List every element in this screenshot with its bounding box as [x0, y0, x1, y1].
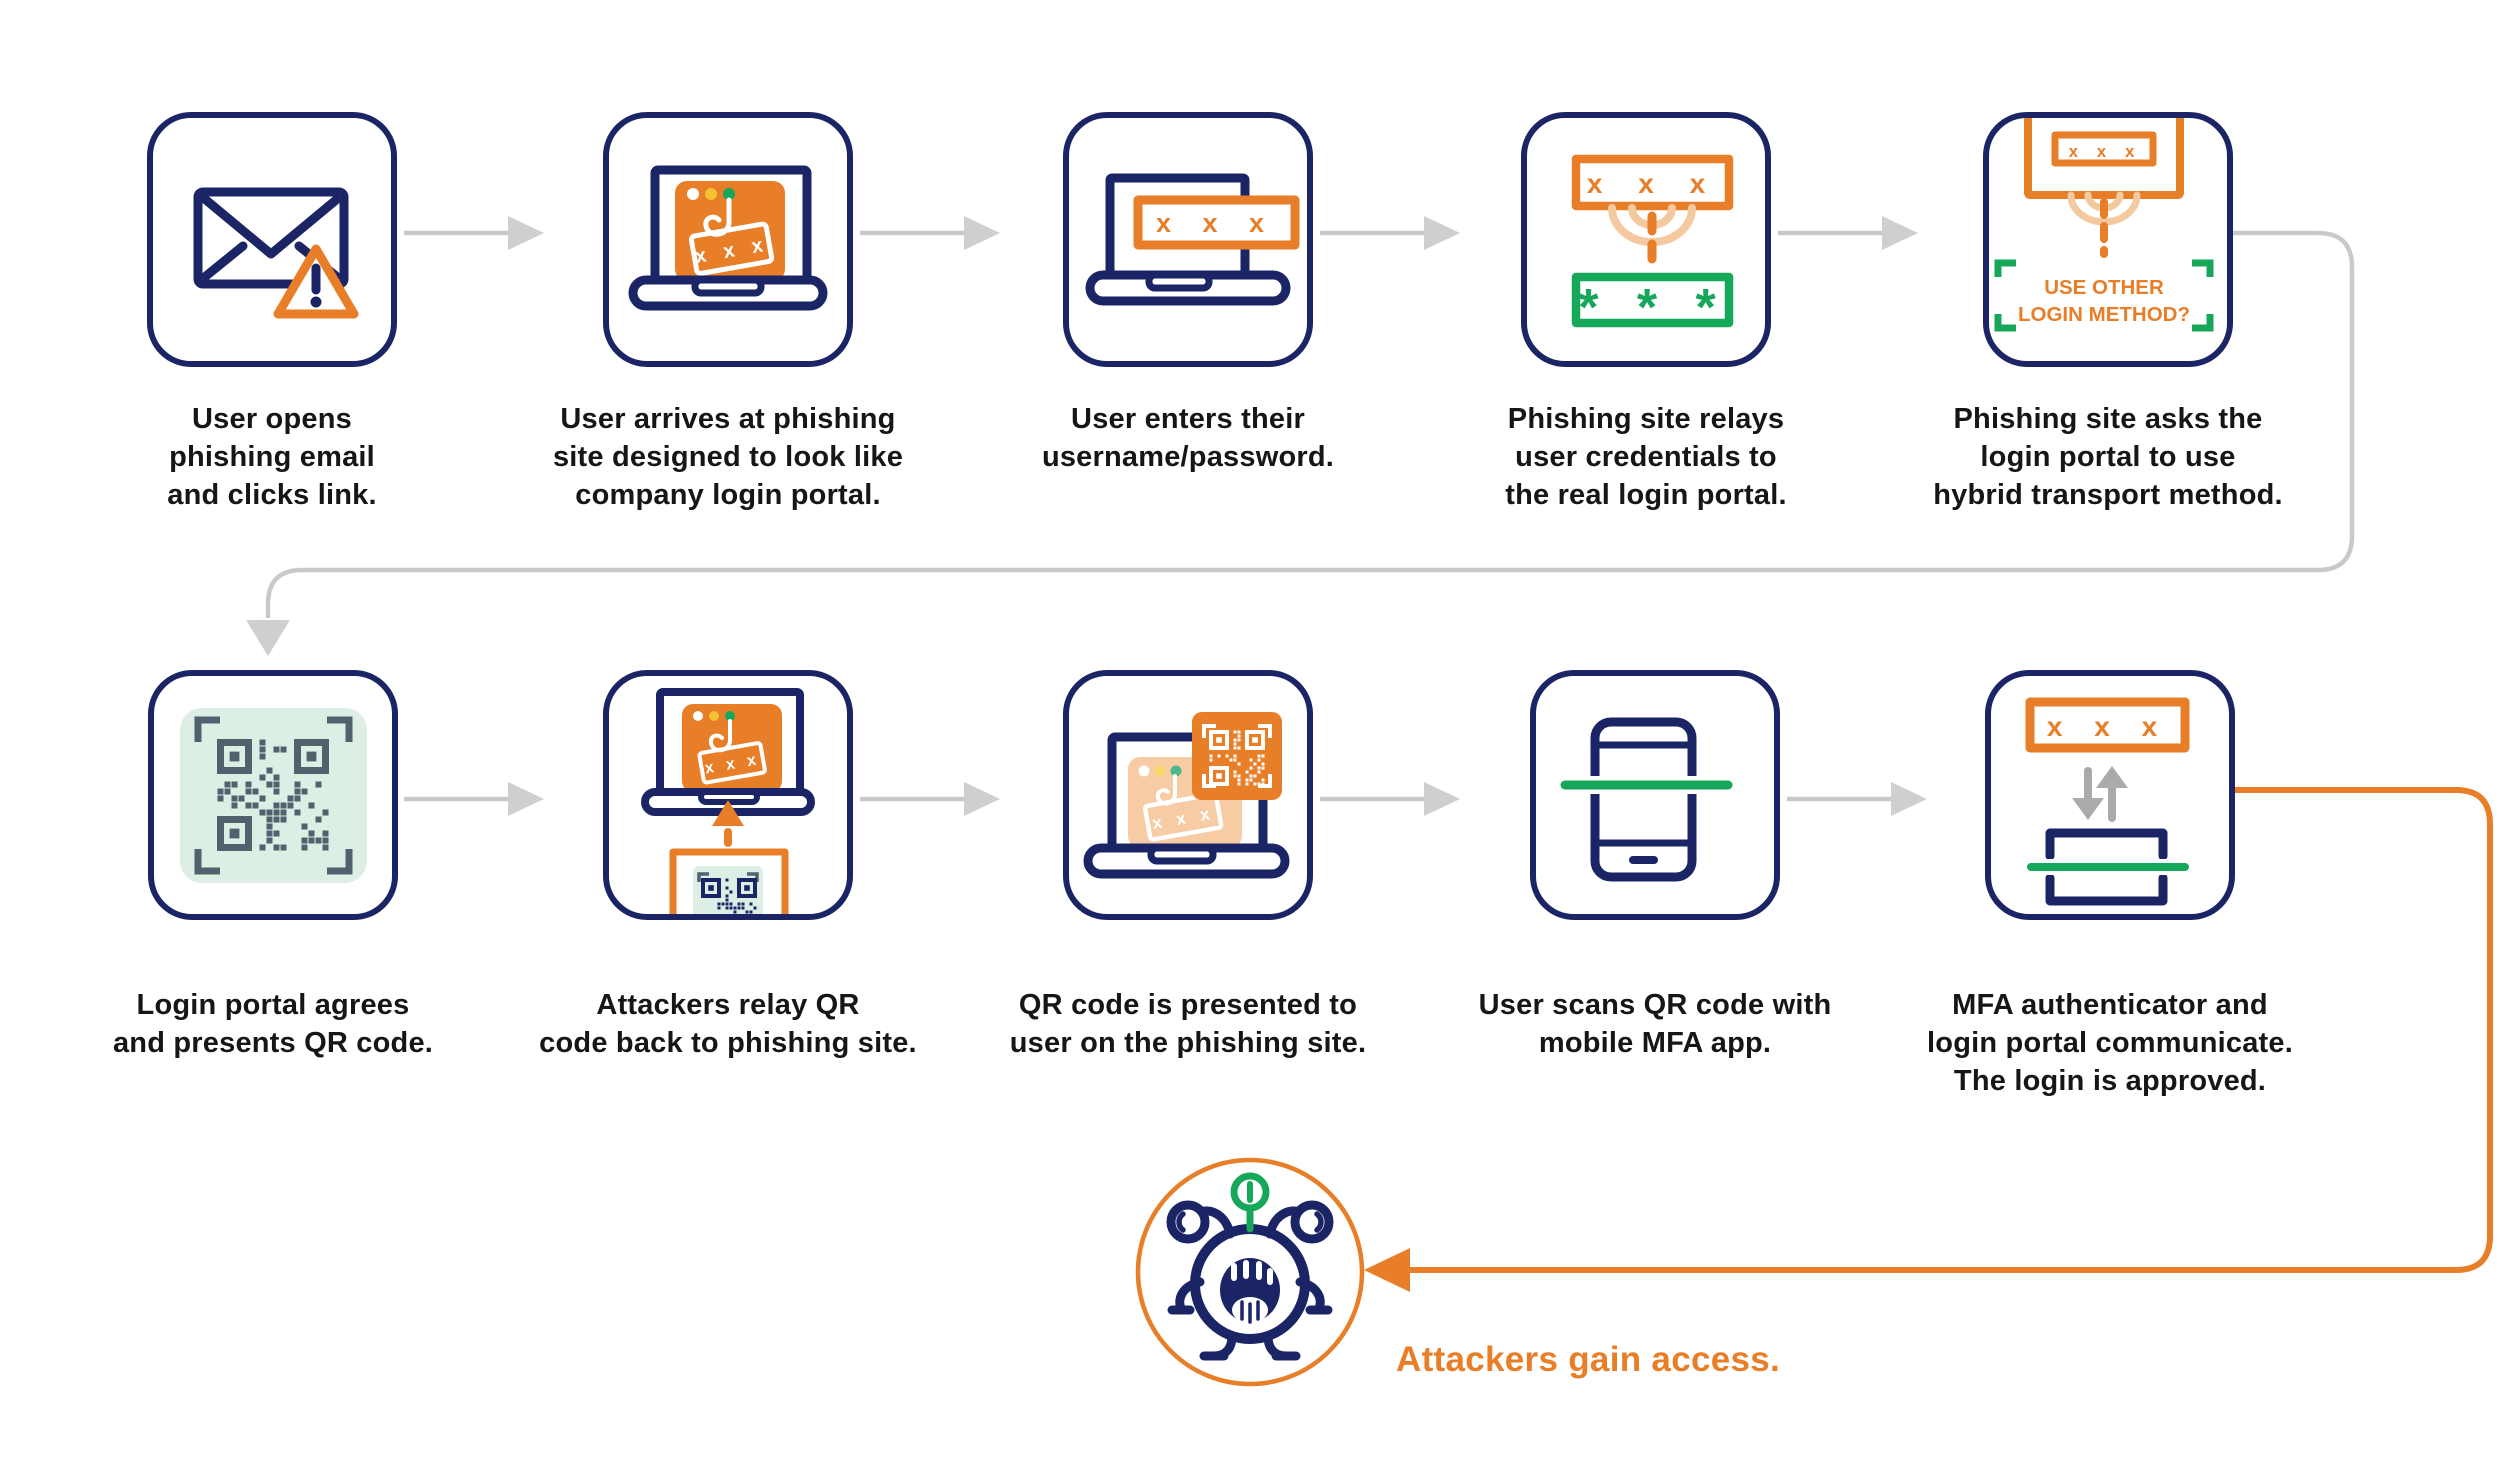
qr-relay-icon: x x x	[641, 688, 815, 914]
attacker-arrowhead	[1364, 1248, 1410, 1292]
phishing-laptop-icon: x x x	[628, 165, 828, 311]
hybrid-text-line2: LOGIN METHOD?	[2018, 303, 2190, 326]
row2-arrows	[404, 782, 1927, 816]
step-caption-10: MFA authenticator and login portal commu…	[1927, 989, 2293, 1097]
row-wrap-connector	[265, 230, 2355, 618]
step-card-10: x x x	[1985, 670, 2235, 920]
attacker-connector	[1408, 787, 2493, 1273]
email-warning-icon	[193, 187, 359, 319]
credential-relay-icon: x x x * * *	[1571, 154, 1734, 337]
masked-password-text: x x x	[2047, 711, 2169, 742]
password-entry-icon: x x x	[1085, 173, 1300, 306]
step-caption-1: User opens phishing email and clicks lin…	[167, 403, 377, 511]
phone-scan-icon	[1560, 717, 1733, 882]
masked-password-text: x x x	[1156, 208, 1276, 238]
step-card-3: x x x	[1063, 112, 1313, 367]
step-caption-9: User scans QR code with mobile MFA app.	[1478, 989, 1832, 1059]
step-caption-5: Phishing site asks the login portal to u…	[1933, 403, 2283, 511]
step-card-1	[147, 112, 397, 367]
step-card-4: x x x * * *	[1521, 112, 1771, 367]
attackers-gain-access-label: Attackers gain access.	[1396, 1340, 1781, 1379]
row-wrap-arrowhead	[246, 620, 290, 656]
attacker-monster-icon	[1135, 1157, 1365, 1387]
step-card-5: x x x USE OTHER LOGIN METHOD?	[1983, 112, 2233, 367]
scan-brackets-icon	[194, 716, 353, 875]
step-caption-8: QR code is presented to user on the phis…	[1009, 989, 1367, 1059]
sync-arrows-icon	[2072, 766, 2128, 822]
mfa-approved-icon: x x x	[2025, 697, 2190, 906]
step-caption-4: Phishing site relays user credentials to…	[1505, 403, 1787, 511]
masked-password-text: x x x	[2069, 142, 2142, 161]
step-card-6	[148, 670, 398, 920]
step-caption-2: User arrives at phishing site designed t…	[552, 403, 904, 511]
up-arrow-icon	[712, 800, 744, 826]
step-caption-7: Attackers relay QR code back to phishing…	[539, 989, 917, 1059]
scan-brackets-icon	[1994, 259, 2214, 332]
masked-asterisks-text: * * *	[1578, 279, 1728, 337]
monster-antenna	[1230, 1172, 1270, 1233]
qr-code-icon	[180, 708, 367, 883]
masked-password-text: x x x	[1587, 168, 1719, 199]
step-card-2: x x x	[603, 112, 853, 367]
hybrid-text-line1: USE OTHER	[2044, 276, 2164, 299]
step-card-9	[1530, 670, 1780, 920]
monster-teeth	[1231, 1260, 1273, 1285]
step-caption-6: Login portal agrees and presents QR code…	[112, 989, 434, 1059]
step-caption-3: User enters their username/password.	[1041, 403, 1335, 473]
monster-limbs	[1167, 1277, 1333, 1361]
row1-arrows	[404, 216, 1918, 250]
hybrid-login-ask-icon: x x x USE OTHER LOGIN METHOD?	[1994, 118, 2214, 332]
step-card-8: x x x	[1063, 670, 1313, 920]
qr-presented-icon: x x x	[1083, 712, 1290, 879]
step-card-7: x x x	[603, 670, 853, 920]
